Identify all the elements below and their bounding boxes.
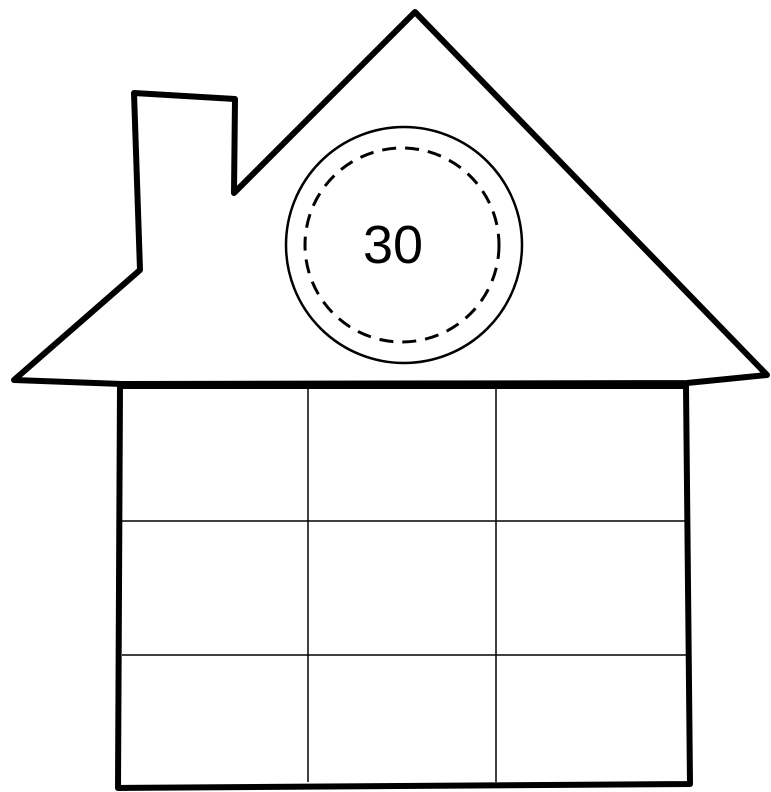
body-outline bbox=[118, 386, 690, 788]
house-body bbox=[118, 386, 690, 788]
roof-number: 30 bbox=[363, 215, 423, 275]
roof-number-badge: 30 bbox=[286, 127, 522, 363]
